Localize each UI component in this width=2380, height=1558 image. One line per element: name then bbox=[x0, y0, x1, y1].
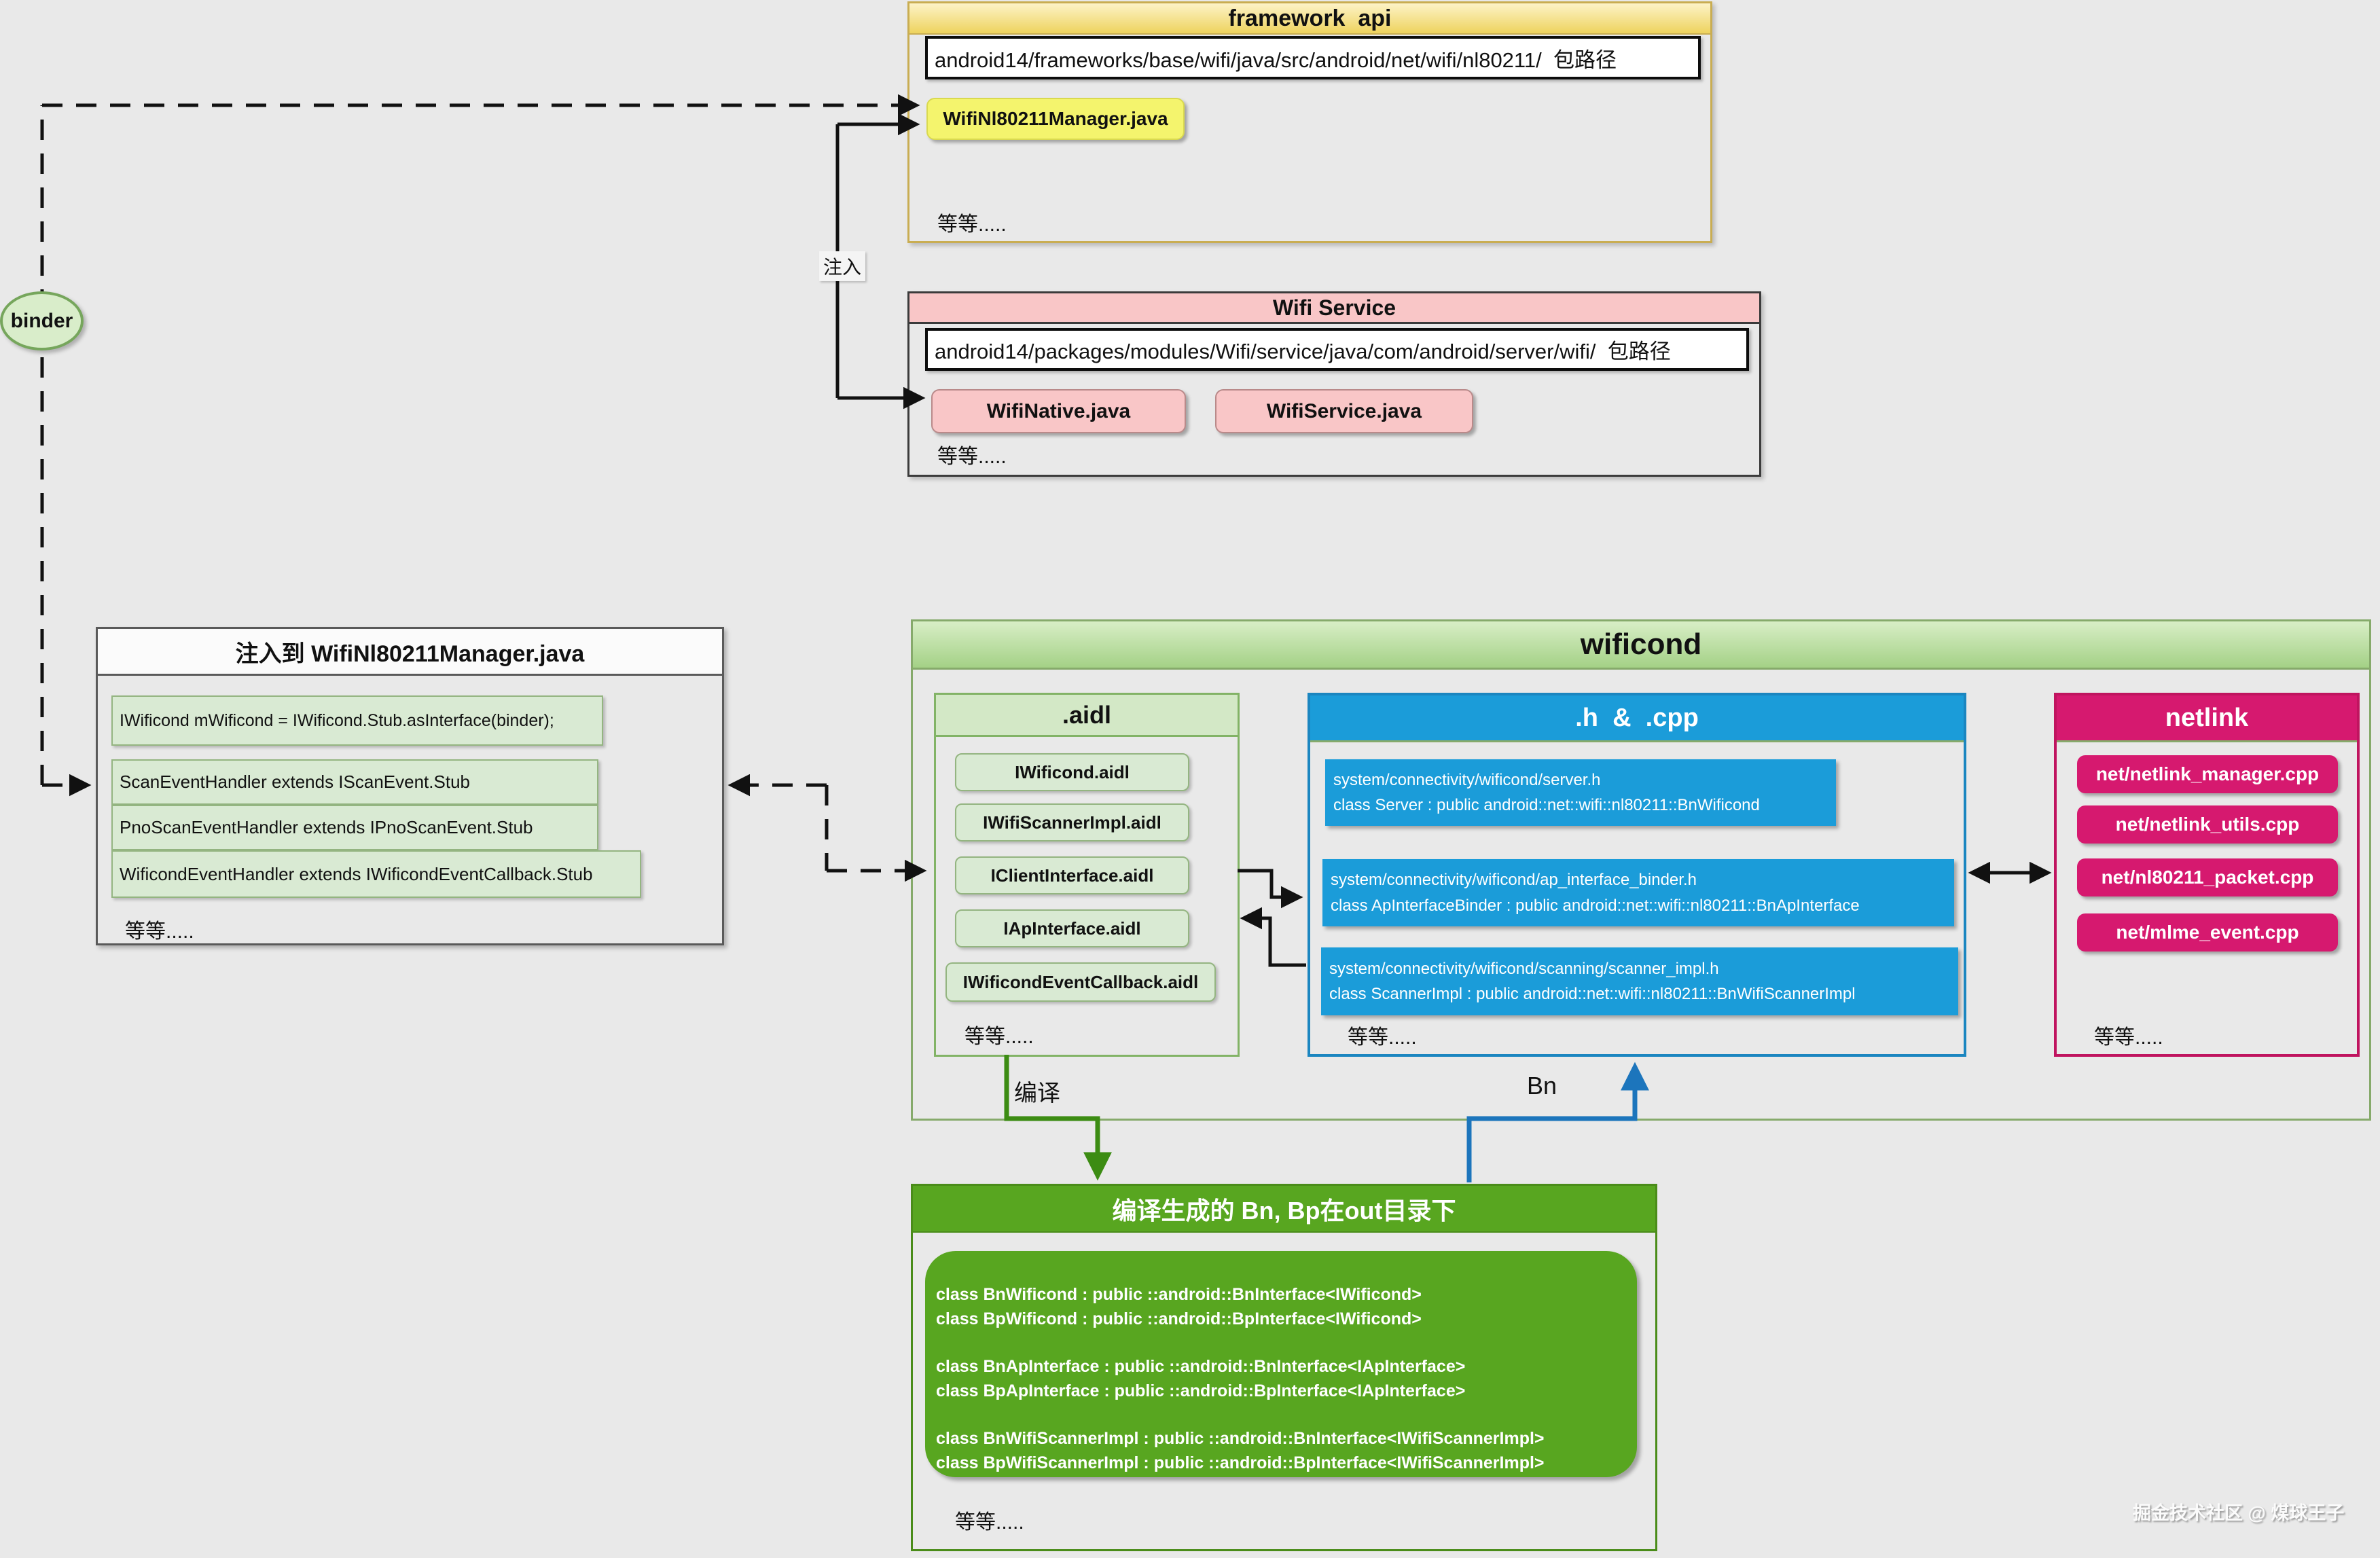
bnwifiscannerimpl-decl: class BnWifiScannerImpl : public ::andro… bbox=[936, 1429, 1545, 1448]
framework-etc-text: 等等..... bbox=[937, 213, 1007, 236]
framework-api-box: framework api android14/frameworks/base/… bbox=[907, 1, 1712, 243]
scanner-impl-class-decl: class ScannerImpl : public android::net:… bbox=[1329, 985, 1856, 1003]
server-header-box: system/connectivity/wificond/server.h cl… bbox=[1325, 759, 1836, 826]
wifi-service-title: Wifi Service bbox=[909, 293, 1759, 324]
inject-etc-text: 等等..... bbox=[125, 920, 194, 943]
mlme-event-cpp: net/mlme_event.cpp bbox=[2077, 913, 2338, 952]
netlink-etc-text: 等等..... bbox=[2094, 1026, 2163, 1049]
ap-interface-class-decl: class ApInterfaceBinder : public android… bbox=[1331, 896, 1860, 915]
netlink-utils-cpp: net/netlink_utils.cpp bbox=[2077, 805, 2338, 844]
hcpp-column: .h & .cpp system/connectivity/wificond/s… bbox=[1308, 693, 1966, 1057]
wificond-box: wificond .aidl IWificond.aidl IWifiScann… bbox=[911, 619, 2371, 1121]
inject-arrow-label: 注入 bbox=[819, 251, 866, 281]
server-header-path: system/connectivity/wificond/server.h bbox=[1333, 770, 1601, 789]
hcpp-etc-text: 等等..... bbox=[1348, 1026, 1417, 1049]
inject-box: 注入到 WifiNl80211Manager.java IWificond mW… bbox=[96, 627, 724, 945]
watermark-text: 掘金技术社区 @ 煤球王子 bbox=[2133, 1503, 2345, 1523]
inject-code-line: IWificond mWificond = IWificond.Stub.asI… bbox=[111, 695, 603, 746]
binder-ellipse: binder bbox=[0, 291, 84, 350]
wifinl80211manager-file: WifiNl80211Manager.java bbox=[926, 98, 1185, 140]
wificond-title: wificond bbox=[913, 621, 2369, 670]
wifiservice-file: WifiService.java bbox=[1215, 389, 1473, 433]
wifi-service-package-path: android14/packages/modules/Wifi/service/… bbox=[925, 328, 1749, 371]
aidl-etc-text: 等等..... bbox=[964, 1026, 1034, 1048]
pno-scan-event-handler: PnoScanEventHandler extends IPnoScanEven… bbox=[111, 805, 598, 850]
iapinterface-aidl: IApInterface.aidl bbox=[955, 909, 1189, 947]
aidl-column: .aidl IWificond.aidl IWifiScannerImpl.ai… bbox=[934, 693, 1240, 1057]
hcpp-title: .h & .cpp bbox=[1310, 695, 1964, 742]
aidl-title: .aidl bbox=[936, 695, 1238, 737]
iwificondeventcallback-aidl: IWificondEventCallback.aidl bbox=[945, 962, 1216, 1002]
wifi-service-etc-text: 等等..... bbox=[937, 446, 1007, 468]
ap-interface-path: system/connectivity/wificond/ap_interfac… bbox=[1331, 871, 1697, 890]
generated-etc-text: 等等..... bbox=[955, 1511, 1024, 1534]
server-class-decl: class Server : public android::net::wifi… bbox=[1333, 796, 1760, 814]
generated-box: 编译生成的 Bn, Bp在out目录下 class BnWificond : p… bbox=[911, 1184, 1657, 1551]
bpwifiscannerimpl-decl: class BpWifiScannerImpl : public ::andro… bbox=[936, 1453, 1545, 1472]
framework-api-title: framework api bbox=[909, 3, 1710, 35]
generated-box-title: 编译生成的 Bn, Bp在out目录下 bbox=[913, 1186, 1655, 1233]
scan-event-handler: ScanEventHandler extends IScanEvent.Stub bbox=[111, 759, 598, 805]
bnwificond-decl: class BnWificond : public ::android::BnI… bbox=[936, 1285, 1422, 1304]
netlink-title: netlink bbox=[2057, 695, 2357, 742]
wificond-event-handler: WificondEventHandler extends IWificondEv… bbox=[111, 850, 641, 898]
bpapinterface-decl: class BpApInterface : public ::android::… bbox=[936, 1381, 1466, 1400]
compile-arrow-label: 编译 bbox=[1014, 1081, 1060, 1106]
wifinative-file: WifiNative.java bbox=[931, 389, 1186, 433]
iwificond-aidl: IWificond.aidl bbox=[955, 753, 1189, 791]
inject-box-title: 注入到 WifiNl80211Manager.java bbox=[98, 629, 722, 676]
framework-package-path: android14/frameworks/base/wifi/java/src/… bbox=[925, 36, 1701, 79]
bn-arrow-label: Bn bbox=[1527, 1072, 1557, 1100]
iwifiscannerimpl-aidl: IWifiScannerImpl.aidl bbox=[955, 803, 1189, 841]
ap-interface-binder-box: system/connectivity/wificond/ap_interfac… bbox=[1322, 859, 1954, 926]
scanner-impl-path: system/connectivity/wificond/scanning/sc… bbox=[1329, 959, 1719, 978]
bpwificond-decl: class BpWificond : public ::android::BpI… bbox=[936, 1309, 1422, 1328]
bnapinterface-decl: class BnApInterface : public ::android::… bbox=[936, 1357, 1466, 1376]
iclientinterface-aidl: IClientInterface.aidl bbox=[955, 856, 1189, 894]
wifi-service-box: Wifi Service android14/packages/modules/… bbox=[907, 291, 1761, 477]
netlink-manager-cpp: net/netlink_manager.cpp bbox=[2077, 755, 2338, 793]
scanner-impl-box: system/connectivity/wificond/scanning/sc… bbox=[1321, 947, 1958, 1015]
nl80211-packet-cpp: net/nl80211_packet.cpp bbox=[2077, 858, 2338, 896]
generated-code-block: class BnWificond : public ::android::BnI… bbox=[925, 1251, 1637, 1477]
netlink-column: netlink net/netlink_manager.cpp net/netl… bbox=[2054, 693, 2360, 1057]
